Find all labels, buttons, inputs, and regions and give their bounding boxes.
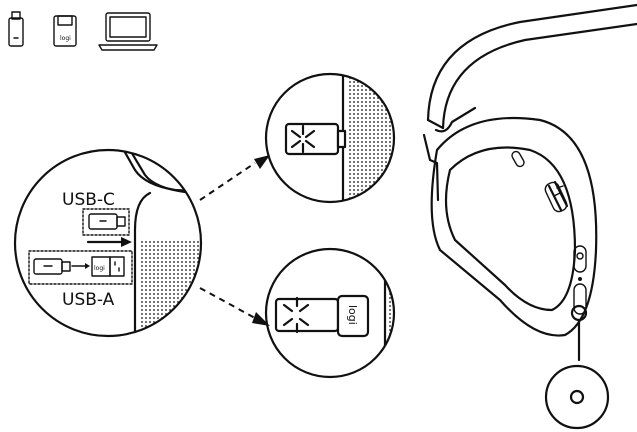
usb-stick-icon — [8, 11, 24, 47]
adapter-logo: logi — [94, 265, 105, 272]
volume-rocker — [544, 181, 568, 213]
usb-receiver-icon: logi — [53, 15, 77, 47]
usb-port-zoom-circle: USB-C logi USB-A — [13, 148, 203, 338]
usb-a-adapter: logi — [91, 256, 125, 277]
led-indicator-icon — [282, 296, 310, 334]
usb-a-dongle — [33, 258, 71, 275]
port-zoom-circle — [544, 364, 610, 430]
usb-c-dongle — [88, 213, 126, 230]
pointer-to-usb-c — [199, 162, 256, 201]
power-switch — [573, 245, 587, 281]
usb-port — [573, 283, 587, 315]
led-indicator-icon — [290, 124, 316, 154]
usb-c-inserted-circle — [264, 72, 396, 204]
pointer-to-usb-a — [199, 287, 256, 319]
receiver-logo: logi — [346, 305, 359, 325]
receiver-logo-small: logi — [60, 35, 71, 42]
usb-a-label: USB-A — [62, 290, 115, 310]
mic-mute-button — [511, 150, 525, 168]
laptop-icon — [98, 12, 158, 51]
headset-illustration — [422, 3, 637, 362]
usb-c-label: USB-C — [62, 190, 115, 210]
usb-a-inserted-circle: logi — [264, 247, 396, 379]
